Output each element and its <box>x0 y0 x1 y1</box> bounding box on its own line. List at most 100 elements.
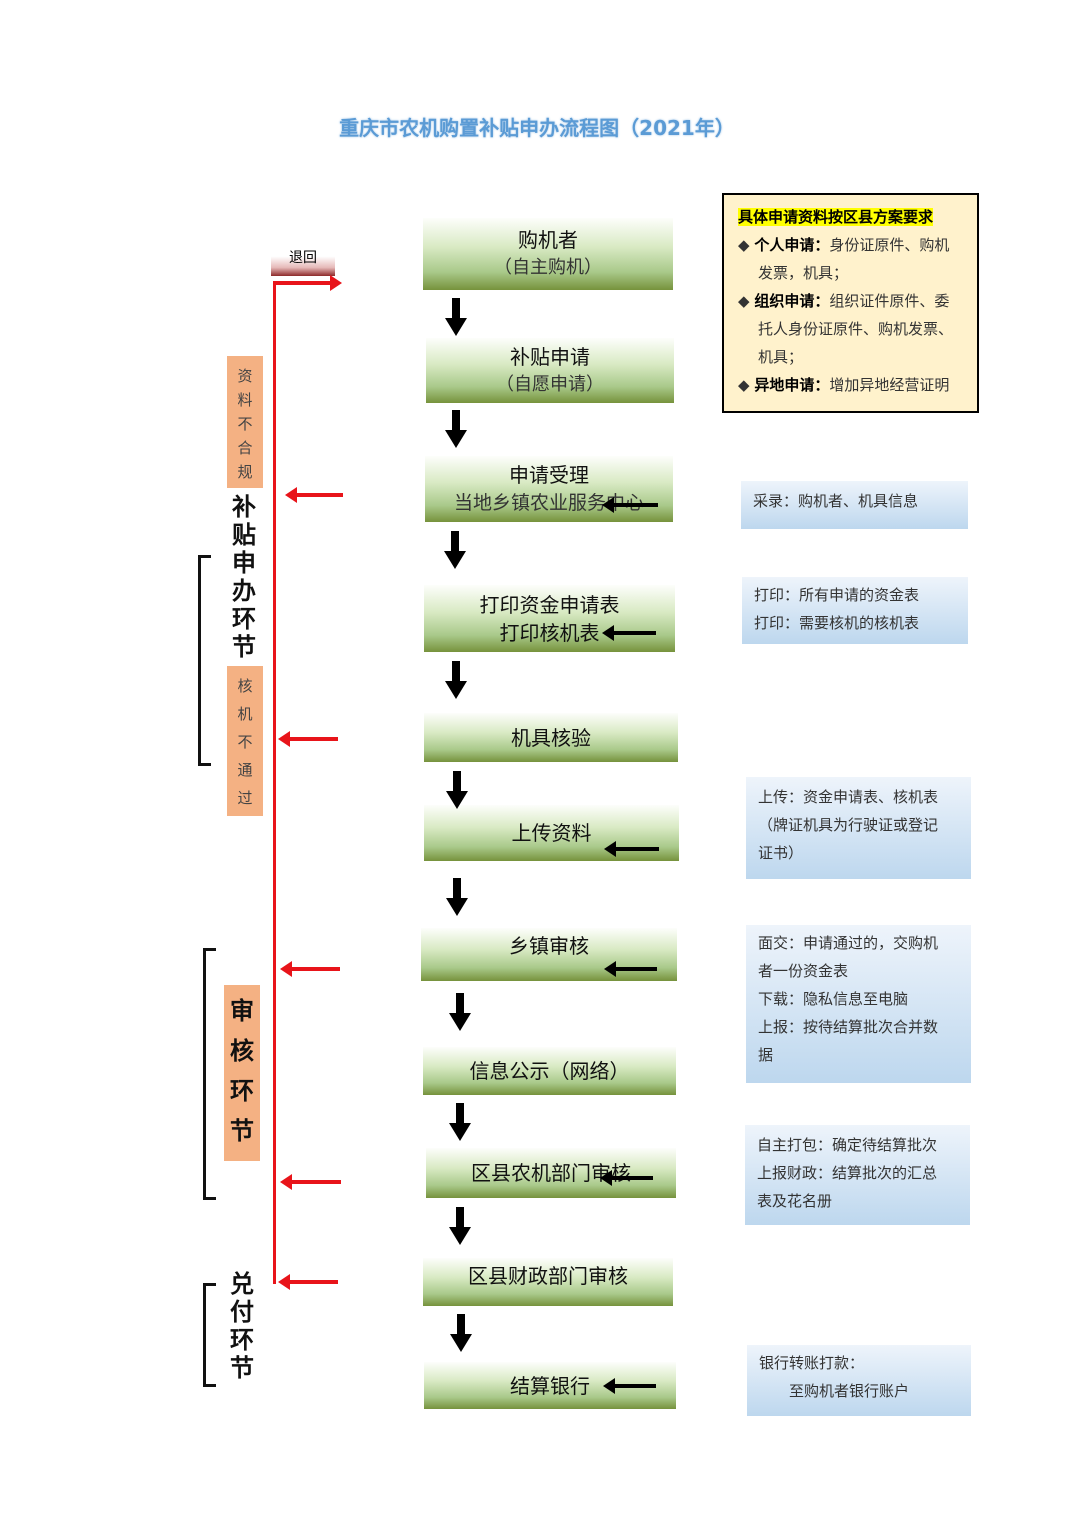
left-arrow-icon <box>604 841 659 857</box>
note-line: 面交：申请通过的，交购机 <box>758 934 939 952</box>
char: 环 <box>232 604 256 633</box>
left-arrow-icon <box>285 487 343 503</box>
left-arrow-icon <box>278 731 338 747</box>
note-line: 上报财政：结算批次的汇总 <box>757 1164 938 1182</box>
page-title: 重庆市农机购置补贴申办流程图（2021年） <box>339 116 735 140</box>
left-arrow-icon <box>280 961 340 977</box>
step-print-forms: 打印资金申请表打印核机表 <box>424 585 675 652</box>
step-label: 区县财政部门审核 <box>468 1264 628 1288</box>
left-arrow-icon <box>603 1378 656 1394</box>
review-phase-bracket <box>203 948 216 1200</box>
requirement-text: 组织证件原件、委 <box>829 292 950 310</box>
step-township-review: 乡镇审核 <box>421 928 677 981</box>
left-arrow-icon <box>278 1274 338 1290</box>
step-label: 申请受理 <box>509 463 589 487</box>
step-subsidy-application: 补贴申请 （自愿申请） <box>426 338 674 403</box>
note-box: 自主打包：确定待结算批次上报财政：结算批次的汇总表及花名册 <box>745 1125 970 1225</box>
note-box: 上传：资金申请表、核机表 （牌证机具为行驶证或登记证书） <box>746 777 971 879</box>
materials-noncompliant-label: 资料不合规 <box>227 356 263 488</box>
step-settlement-bank: 结算银行 <box>424 1362 676 1409</box>
review-phase-label: 审核环节 <box>224 991 260 1151</box>
requirement-label: 异地申请： <box>754 376 830 394</box>
char: 资 <box>237 367 253 385</box>
char: 通 <box>237 761 253 779</box>
note-line: （牌证机具为行驶证或登记 <box>758 816 939 834</box>
requirement-text: 身份证原件、购机 <box>829 236 950 254</box>
left-arrow-icon <box>604 961 657 977</box>
apply-phase-label: 补贴申办环节 <box>229 493 259 661</box>
char: 节 <box>230 1116 254 1145</box>
step-label: 补贴申请 <box>510 344 590 369</box>
note-line: 上传：资金申请表、核机表 <box>758 788 939 806</box>
step-label: 结算银行 <box>510 1373 590 1398</box>
char: 贴 <box>232 520 256 549</box>
char: 核 <box>230 1036 254 1065</box>
left-arrow-icon <box>602 625 656 641</box>
char: 料 <box>237 391 253 409</box>
review-phase-box: 审核环节 <box>224 985 260 1161</box>
char: 付 <box>230 1297 254 1326</box>
note-line: 下载：隐私信息至电脑 <box>758 990 909 1008</box>
note-line: 银行转账打款： <box>759 1354 865 1372</box>
requirement-text: 机具； <box>758 348 804 366</box>
note-box: 打印：所有申请的资金表打印：需要核机的核机表 <box>742 577 968 644</box>
note-line: 据 <box>758 1046 774 1064</box>
note-line: 打印：所有申请的资金表 <box>754 586 920 604</box>
return-line <box>273 281 276 1284</box>
requirement-text: 发票，机具； <box>758 264 849 282</box>
note-line: 表及花名册 <box>757 1192 833 1210</box>
char: 合 <box>237 439 253 457</box>
char: 申 <box>232 548 256 577</box>
char: 节 <box>230 1353 254 1382</box>
left-arrow-icon <box>600 1170 653 1186</box>
char: 审 <box>230 996 254 1025</box>
requirement-label: 组织申请： <box>754 292 830 310</box>
note-line: 打印：需要核机的核机表 <box>754 614 920 632</box>
step-public-notice: 信息公示（网络） <box>423 1047 676 1095</box>
requirement-item: ◆ 个人申请：身份证原件、购机 <box>738 236 950 254</box>
step-county-finance-review: 区县财政部门审核 <box>423 1258 673 1306</box>
step-acceptance: 申请受理当地乡镇农业服务中心 <box>425 456 673 522</box>
step-label: 上传资料 <box>511 821 592 845</box>
char: 环 <box>230 1076 254 1105</box>
left-arrow-icon <box>280 1174 341 1190</box>
step-machine-inspection: 机具核验 <box>424 713 678 762</box>
payment-phase-label: 兑付环节 <box>227 1270 257 1382</box>
note-line: 上报：按待结算批次合并数 <box>758 1018 939 1036</box>
requirements-box: 具体申请资料按区县方案要求 ◆ 个人申请：身份证原件、购机 发票，机具； ◆ 组… <box>722 193 979 413</box>
step-label: 乡镇审核 <box>509 934 589 958</box>
note-line: 自主打包：确定待结算批次 <box>757 1136 938 1154</box>
step-sublabel: （自主购机） <box>494 257 602 278</box>
note-line: 至购机者银行账户 <box>759 1382 910 1400</box>
char: 不 <box>237 415 253 433</box>
requirement-label: 个人申请： <box>754 236 830 254</box>
step-sublabel: （自愿申请） <box>496 373 604 395</box>
note-line: 者一份资金表 <box>758 962 849 980</box>
char: 核 <box>237 677 253 695</box>
step-label: 机具核验 <box>511 725 591 750</box>
requirement-item: ◆ 组织申请：组织证件原件、委 <box>738 292 950 310</box>
apply-phase-bracket <box>198 555 211 766</box>
step-label: 信息公示（网络） <box>469 1059 630 1083</box>
char: 环 <box>230 1325 254 1354</box>
note-box: 采录：购机者、机具信息 <box>741 481 968 529</box>
char: 机 <box>237 705 253 723</box>
requirement-text: 托人身份证原件、购机发票、 <box>758 320 954 338</box>
char: 兑 <box>230 1269 254 1298</box>
char: 规 <box>237 463 253 481</box>
right-arrow-icon <box>276 275 342 291</box>
step-label: 打印资金申请表 <box>479 592 620 617</box>
char: 过 <box>237 789 253 807</box>
requirements-heading: 具体申请资料按区县方案要求 <box>738 208 934 226</box>
note-line: 采录：购机者、机具信息 <box>753 492 919 510</box>
requirement-item: ◆ 异地申请：增加异地经营证明 <box>738 376 950 394</box>
note-line: 证书） <box>758 844 804 862</box>
char: 不 <box>237 733 253 751</box>
requirement-text: 增加异地经营证明 <box>829 376 950 394</box>
char: 办 <box>232 576 256 605</box>
step-label: 购机者 <box>518 228 578 252</box>
step-label-2: 打印核机表 <box>499 620 600 645</box>
step-label: 区县农机部门审核 <box>471 1161 631 1185</box>
payment-phase-bracket <box>203 1283 216 1387</box>
